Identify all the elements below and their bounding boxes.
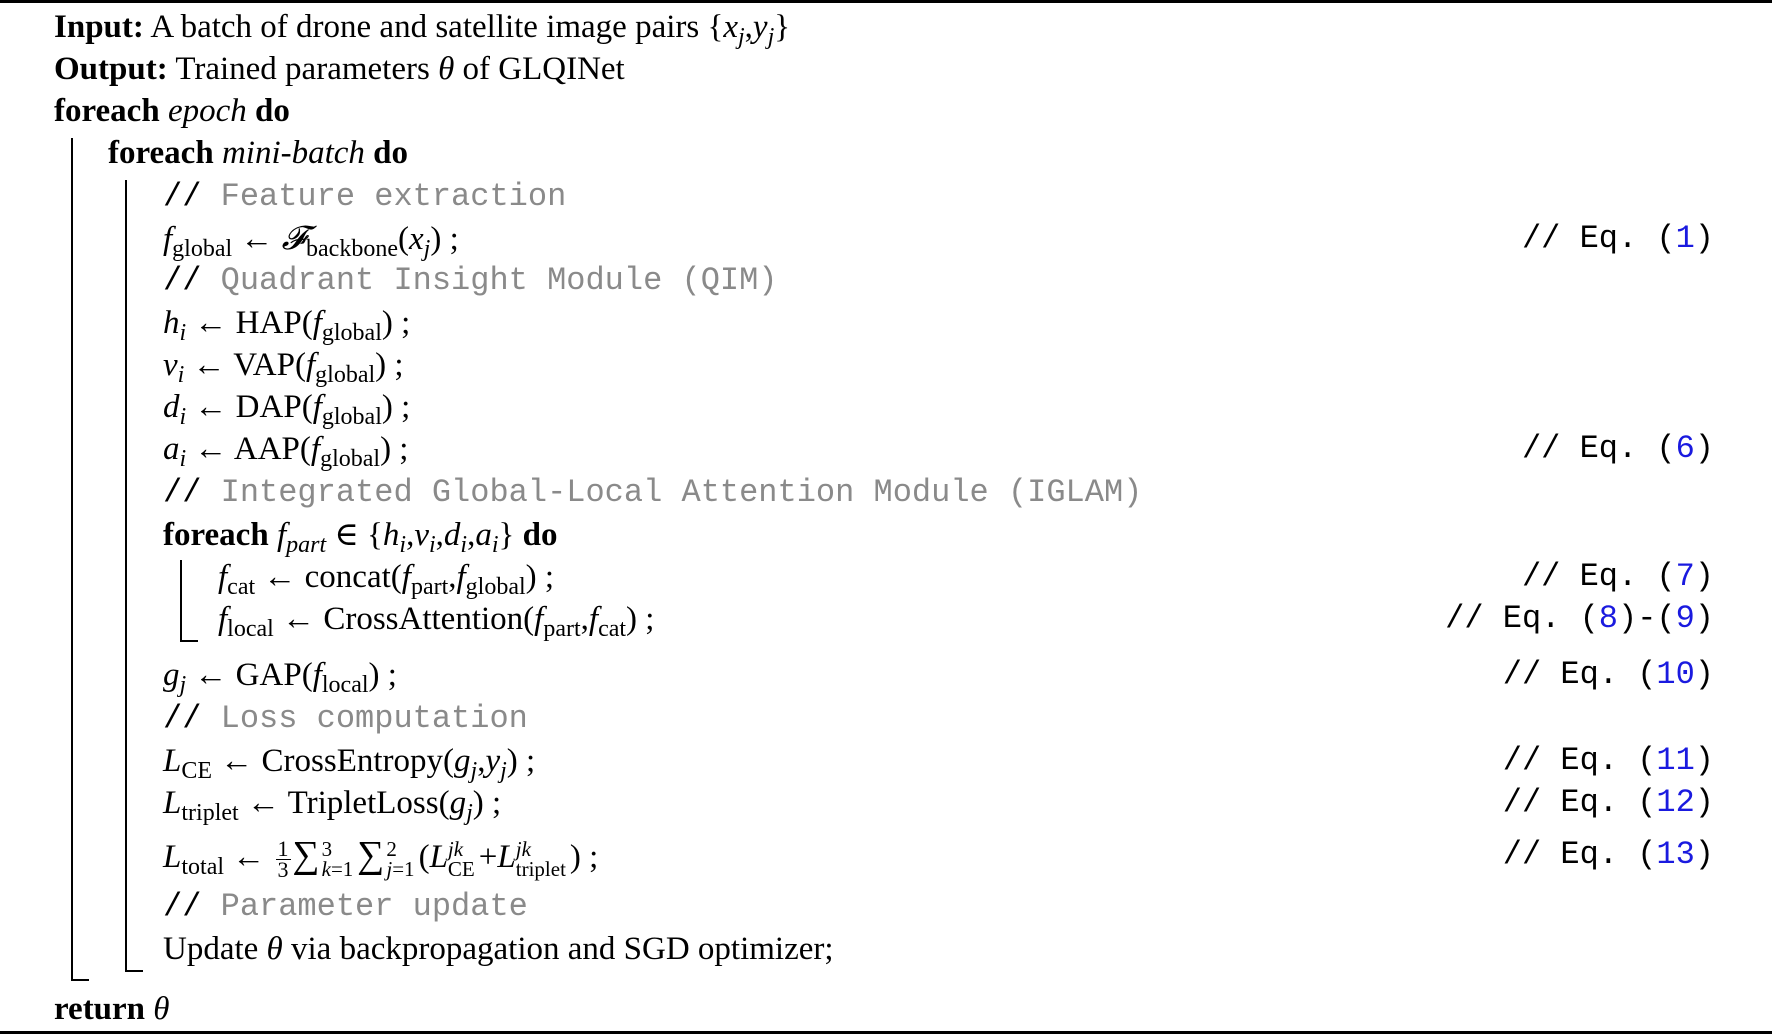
line-l-ce: LCE ← CrossEntropy(gj,yj) ;	[163, 743, 536, 784]
eq-ref-triplet: // Eq. (12)	[1502, 784, 1714, 821]
line-g: gj ← GAP(flocal) ;	[163, 657, 397, 698]
comment-update-text: Parameter update	[220, 888, 528, 925]
return-keyword: return	[54, 991, 146, 1027]
minibatch-block-bar	[125, 180, 127, 972]
eq-link-6[interactable]: 6	[1675, 430, 1695, 467]
output-line: Output: Trained parameters θ of GLQINet	[54, 48, 625, 90]
foreach-keyword: foreach	[108, 135, 214, 171]
eq-link-1[interactable]: 1	[1675, 220, 1695, 257]
epoch-block-bar	[71, 138, 73, 981]
eq-ref-local: // Eq. (8)-(9)	[1445, 600, 1714, 637]
comment-feature: // Feature extraction	[163, 178, 567, 215]
comment-qim-text: Quadrant Insight Module (QIM)	[220, 262, 778, 299]
do-keyword: do	[254, 93, 290, 129]
line-update: Update θ via backpropagation and SGD opt…	[163, 931, 834, 967]
foreach-part-block-bar	[180, 560, 182, 642]
do-keyword: do	[373, 135, 409, 171]
eq-link-9[interactable]: 9	[1675, 600, 1695, 637]
epoch-block-end	[71, 979, 89, 981]
output-text-post: of GLQINet	[462, 51, 625, 87]
eq-link-10[interactable]: 10	[1656, 656, 1695, 693]
foreach-epoch-line: foreach epoch do	[54, 90, 290, 132]
eq-link-7[interactable]: 7	[1675, 558, 1695, 595]
line-a: ai ← AAP(fglobal) ;	[163, 431, 409, 472]
line-l-triplet: Ltriplet ← TripletLoss(gj) ;	[163, 785, 502, 826]
eq-link-8[interactable]: 8	[1598, 600, 1618, 637]
line-d: di ← DAP(fglobal) ;	[163, 389, 411, 430]
epoch-var: epoch	[167, 93, 247, 129]
top-rule	[0, 0, 1772, 3]
input-text: A batch of drone and satellite image pai…	[150, 9, 700, 45]
foreach-keyword: foreach	[54, 93, 160, 129]
return-line: return θ	[54, 988, 170, 1030]
eq-link-12[interactable]: 12	[1656, 784, 1695, 821]
line-h: hi ← HAP(fglobal) ;	[163, 305, 411, 346]
foreach-part-line: foreach fpart ∈ {hi,vi,di,ai} do	[163, 517, 558, 558]
comment-loss: // Loss computation	[163, 700, 528, 737]
bottom-rule	[0, 1031, 1772, 1034]
line-f-local: flocal ← CrossAttention(fpart,fcat) ;	[218, 601, 655, 642]
comment-iglam: // Integrated Global-Local Attention Mod…	[163, 474, 1143, 511]
line-f-cat: fcat ← concat(fpart,fglobal) ;	[218, 559, 555, 600]
foreach-minibatch-line: foreach mini-batch do	[108, 132, 408, 174]
do-keyword: do	[522, 517, 558, 553]
comment-loss-text: Loss computation	[220, 700, 528, 737]
comment-qim: // Quadrant Insight Module (QIM)	[163, 262, 778, 299]
eq-ref-ce: // Eq. (11)	[1502, 742, 1714, 779]
foreach-keyword: foreach	[163, 517, 269, 553]
output-label: Output:	[54, 51, 168, 87]
eq-ref-cat: // Eq. (7)	[1521, 558, 1714, 595]
input-line: Input: A batch of drone and satellite im…	[54, 9, 791, 50]
eq-link-11[interactable]: 11	[1656, 742, 1695, 779]
eq-ref-qim: // Eq. (6)	[1521, 430, 1714, 467]
comment-feature-text: Feature extraction	[220, 178, 567, 215]
theta-symbol: θ	[438, 51, 455, 87]
minibatch-block-end	[125, 970, 143, 972]
line-v: vi ← VAP(fglobal) ;	[163, 347, 404, 388]
eq-ref-total: // Eq. (13)	[1502, 836, 1714, 873]
comment-update: // Parameter update	[163, 888, 528, 925]
theta-symbol: θ	[153, 991, 170, 1027]
eq-ref-gap: // Eq. (10)	[1502, 656, 1714, 693]
output-text-pre: Trained parameters	[175, 51, 430, 87]
line-f-global: fglobal ← 𝓕backbone(xj) ;	[163, 221, 459, 262]
input-label: Input:	[54, 9, 144, 45]
foreach-part-block-end	[180, 640, 198, 642]
eq-link-13[interactable]: 13	[1656, 836, 1695, 873]
eq-ref-feat: // Eq. (1)	[1521, 220, 1714, 257]
comment-iglam-text: Integrated Global-Local Attention Module…	[220, 474, 1143, 511]
minibatch-var: mini-batch	[221, 135, 365, 171]
